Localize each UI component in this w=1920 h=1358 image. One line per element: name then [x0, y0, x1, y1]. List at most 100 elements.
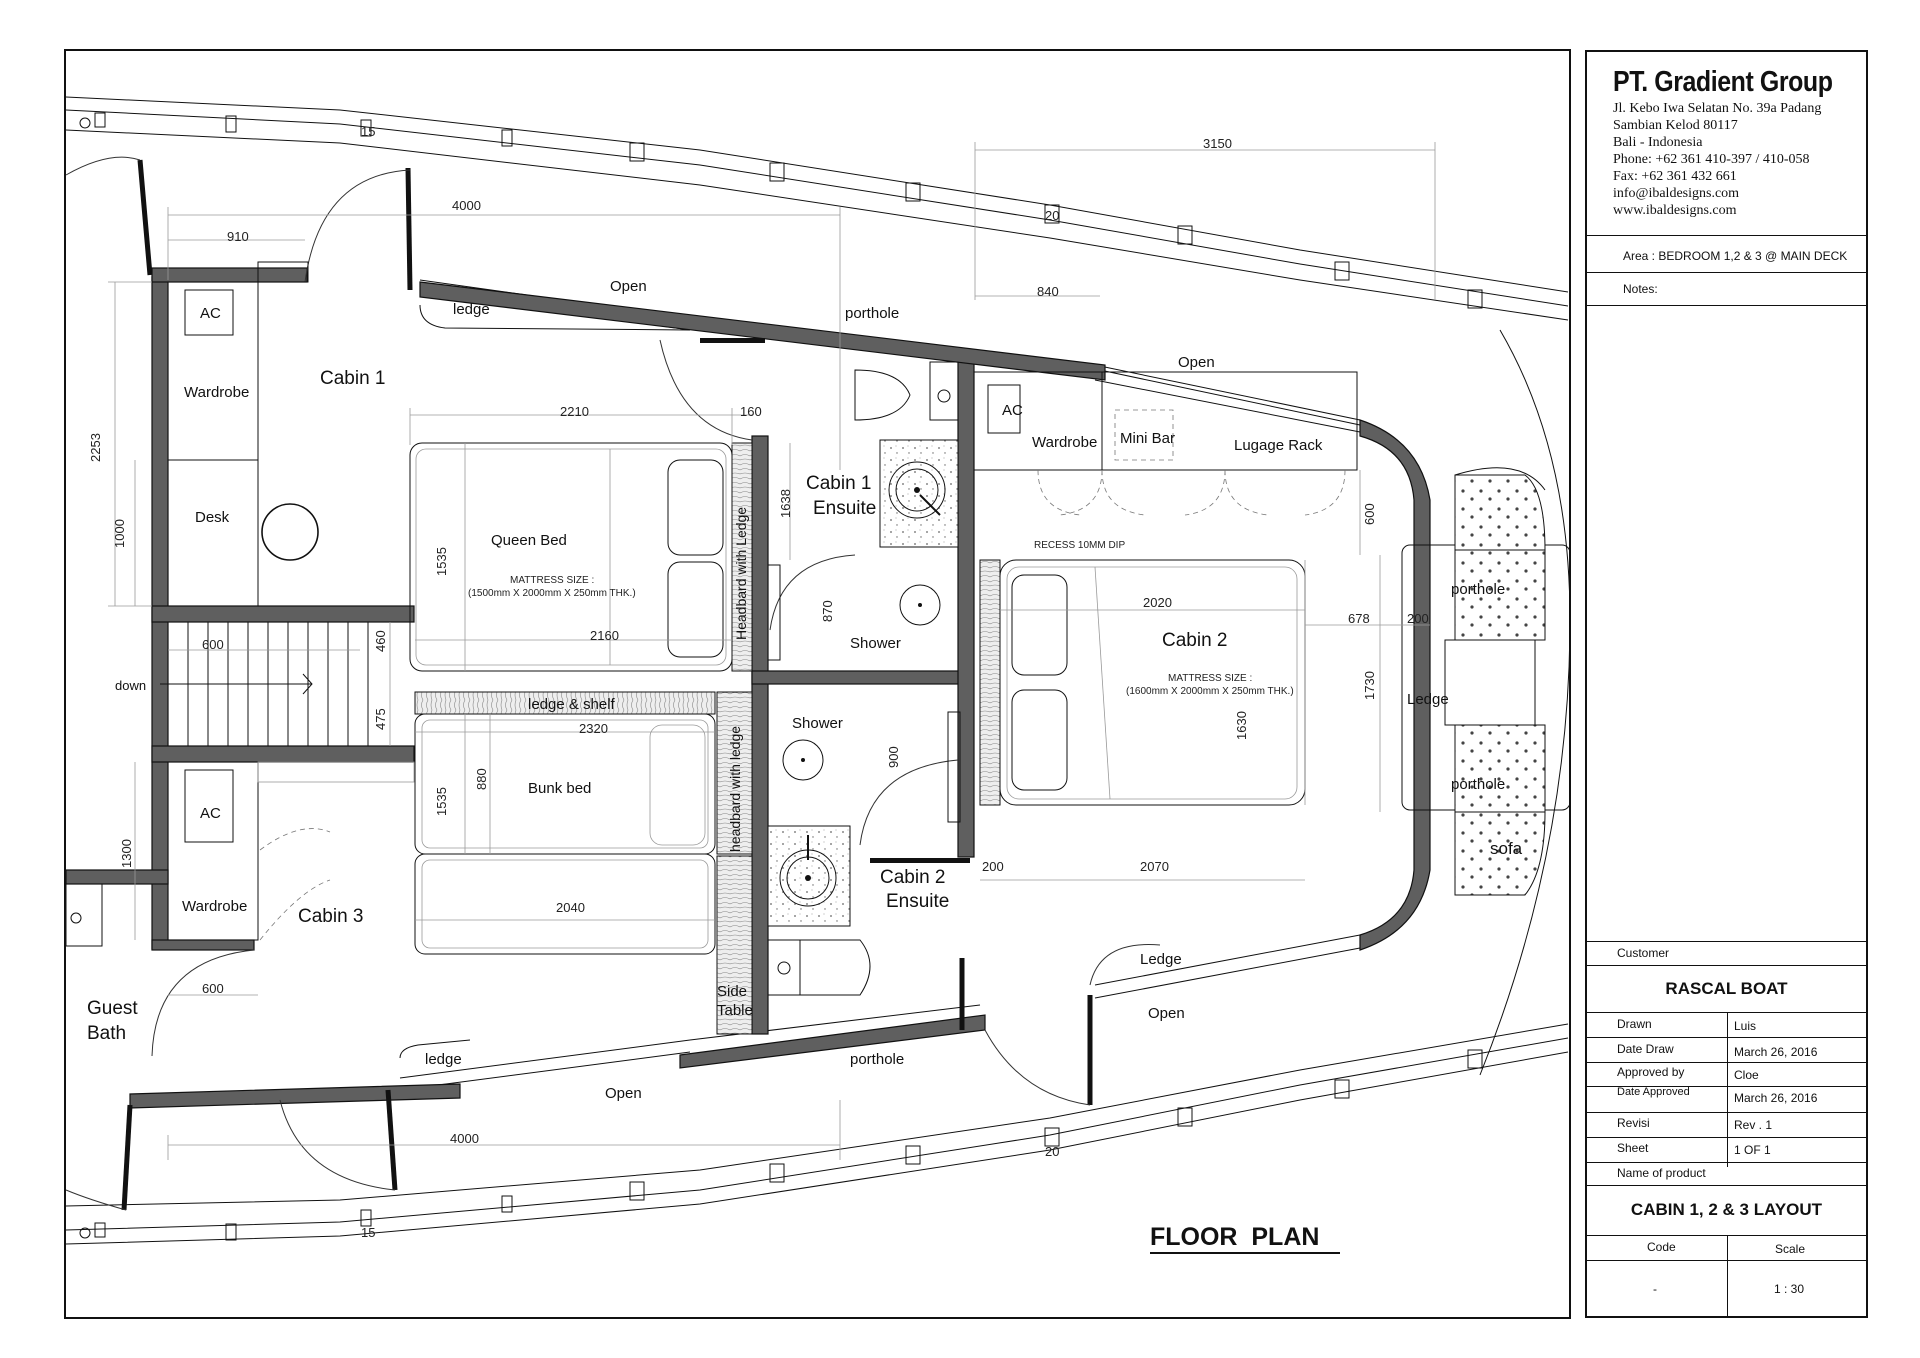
- guest-bath-label-2: Bath: [87, 1023, 126, 1044]
- address-line: Jl. Kebo Iwa Selatan No. 39a Padang: [1613, 101, 1822, 116]
- dimension-labels: 3150 4000 910 840 2210 160 2253 1000 163…: [88, 124, 1429, 1240]
- sofa-label: sofa: [1490, 839, 1523, 858]
- sheet-label: Sheet: [1617, 1141, 1649, 1155]
- side-table-label: Side: [717, 983, 747, 1000]
- cabin1-label: Cabin 1: [320, 368, 386, 389]
- dimension-label: 600: [202, 637, 224, 652]
- approved-by-label: Approved by: [1617, 1065, 1685, 1079]
- porthole-label: porthole: [1451, 776, 1505, 793]
- dimension-label: 840: [1037, 284, 1059, 299]
- cabin2-furniture: [973, 371, 1571, 896]
- date-draw-value: March 26, 2016: [1734, 1045, 1818, 1059]
- approved-by-value: Cloe: [1734, 1068, 1759, 1082]
- cabin3-label: Cabin 3: [298, 906, 364, 927]
- dimension-label: 1300: [119, 839, 134, 868]
- lugage-rack-label: Lugage Rack: [1234, 437, 1323, 454]
- dimension-label: 1535: [434, 787, 449, 816]
- notes-label: Notes:: [1623, 282, 1658, 296]
- mattress-size-label: MATTRESS SIZE :: [1168, 673, 1252, 684]
- ledge-label: ledge: [453, 301, 490, 318]
- address-line: info@ibaldesigns.com: [1613, 186, 1740, 201]
- dimension-label: 15: [361, 124, 375, 139]
- revisi-label: Revisi: [1617, 1116, 1650, 1130]
- floor-plan-heading: FLOOR PLAN: [1150, 1223, 1319, 1251]
- headboard-label: headbard with ledge: [727, 726, 743, 852]
- open-label: Open: [610, 278, 647, 295]
- dimension-label: 460: [373, 630, 388, 652]
- revisi-value: Rev . 1: [1734, 1118, 1773, 1132]
- doors: [65, 156, 1161, 1211]
- dimension-label: 1000: [112, 519, 127, 548]
- cabin2-ensuite-label: Cabin 2: [880, 867, 946, 888]
- porthole-label: porthole: [845, 305, 899, 322]
- headboard-label: Headbard with Ledge: [733, 507, 749, 640]
- down-label: down: [115, 678, 146, 693]
- mini-bar-label: Mini Bar: [1120, 430, 1175, 447]
- desk-label: Desk: [195, 509, 230, 526]
- cabin1-ensuite-label: Cabin 1: [806, 473, 872, 494]
- opening-labels: Open Open Open Open ledge ledge Ledge Le…: [425, 278, 1505, 1102]
- ac-label: AC: [200, 805, 221, 822]
- dimension-label: 15: [361, 1225, 375, 1240]
- shower-label: Shower: [792, 715, 843, 732]
- dimension-label: 600: [202, 981, 224, 996]
- cabin1-furniture: [160, 261, 959, 747]
- cabin1-ensuite-label-2: Ensuite: [813, 498, 876, 519]
- dimension-label: 900: [886, 746, 901, 768]
- date-approved-value: March 26, 2016: [1734, 1091, 1818, 1105]
- shower-label: Shower: [850, 635, 901, 652]
- dimension-label: 4000: [450, 1131, 479, 1146]
- company-address: Jl. Kebo Iwa Selatan No. 39a Padang Samb…: [1613, 100, 1821, 219]
- product-name: CABIN 1, 2 & 3 LAYOUT: [1630, 1200, 1823, 1219]
- title-block: PT. Gradient Group Jl. Kebo Iwa Selatan …: [1585, 50, 1868, 1318]
- cabin2-label: Cabin 2: [1162, 630, 1228, 651]
- ledge-shelf-label: ledge & shelf: [528, 696, 616, 713]
- cabin3-furniture: [65, 691, 961, 1035]
- side-windows: [399, 279, 1361, 1091]
- stairs: [160, 621, 369, 747]
- wardrobe-label: Wardrobe: [1032, 434, 1097, 451]
- date-approved-label: Date Approved: [1617, 1086, 1690, 1098]
- scale-value: 1 : 30: [1774, 1282, 1805, 1296]
- ac-label: AC: [1002, 402, 1023, 419]
- company-name: PT. Gradient Group: [1613, 66, 1833, 98]
- mattress-size-label: MATTRESS SIZE :: [510, 575, 594, 586]
- dimension-label: 200: [1407, 611, 1429, 626]
- dimension-label: 1535: [434, 547, 449, 576]
- dimension-label: 475: [373, 708, 388, 730]
- dimension-label: 910: [227, 229, 249, 244]
- dimension-label: 3150: [1203, 136, 1232, 151]
- cabin2-ensuite-label-2: Ensuite: [886, 891, 949, 912]
- drawn-label: Drawn: [1617, 1017, 1652, 1031]
- furniture-labels: AC Wardrobe Desk AC Wardrobe Queen Bed M…: [115, 305, 1523, 1019]
- address-line: Fax: +62 361 432 661: [1613, 169, 1737, 184]
- dimension-label: 678: [1348, 611, 1370, 626]
- walls: [65, 159, 1431, 1211]
- address-line: Sambian Kelod 80117: [1613, 118, 1738, 133]
- customer-label: Customer: [1617, 946, 1670, 960]
- open-label: Open: [605, 1085, 642, 1102]
- dimension-label: 1638: [778, 489, 793, 518]
- code-label: Code: [1647, 1240, 1676, 1254]
- dimension-label: 1730: [1362, 671, 1377, 700]
- room-labels: Cabin 1 Cabin 1 Ensuite Cabin 2 Cabin 2 …: [87, 368, 1228, 1044]
- dimension-label: 20: [1045, 208, 1059, 223]
- porthole-label: porthole: [1451, 581, 1505, 598]
- dimension-label: 2210: [560, 404, 589, 419]
- dimension-label: 2160: [590, 628, 619, 643]
- ledge-label: Ledge: [1407, 691, 1449, 708]
- recess-label: RECESS 10MM DIP: [1034, 540, 1125, 551]
- dimension-label: 880: [474, 768, 489, 790]
- dimension-lines: [108, 142, 1436, 1160]
- queen-bed-label: Queen Bed: [491, 532, 567, 549]
- wardrobe-label: Wardrobe: [182, 898, 247, 915]
- queen-mattress-label: (1500mm X 2000mm X 250mm THK.): [468, 588, 636, 599]
- dimension-label: 160: [740, 404, 762, 419]
- cabin2-mattress-label: (1600mm X 2000mm X 250mm THK.): [1126, 686, 1294, 697]
- guest-bath-label: Guest: [87, 998, 138, 1019]
- bunk-bed-label: Bunk bed: [528, 780, 591, 797]
- dimension-label: 200: [982, 859, 1004, 874]
- dimension-label: 20: [1045, 1144, 1059, 1159]
- open-label: Open: [1178, 354, 1215, 371]
